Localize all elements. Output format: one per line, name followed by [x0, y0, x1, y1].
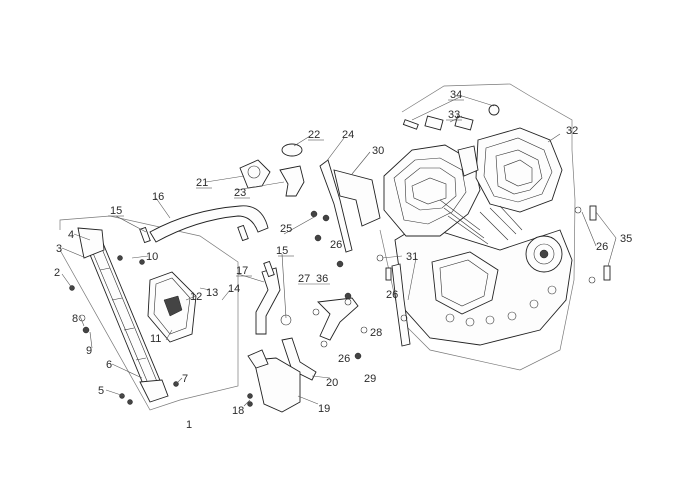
- engine-assembly: [383, 127, 573, 346]
- callout-19: 19: [318, 403, 330, 415]
- callout-18: 18: [232, 405, 244, 417]
- callout-15b: 15: [276, 245, 288, 257]
- callout-23: 23: [234, 187, 246, 199]
- callout-10: 10: [146, 251, 158, 263]
- callout-underlines: [108, 99, 464, 285]
- fan-shroud: [147, 271, 197, 343]
- callout-14: 14: [228, 283, 240, 295]
- callout-26a: 26: [330, 239, 342, 251]
- callout-4: 4: [68, 229, 74, 241]
- group-boundaries: [59, 83, 576, 411]
- callout-25: 25: [280, 223, 292, 235]
- callout-labels: 1 2 3 4 5 6 7 8 9 10 11 12 13 14 15 15 1…: [54, 89, 632, 431]
- callout-13: 13: [206, 287, 218, 299]
- callout-22: 22: [308, 129, 320, 141]
- callout-28: 28: [370, 327, 382, 339]
- callout-24: 24: [342, 129, 354, 141]
- callout-21: 21: [196, 177, 208, 189]
- callout-26c: 26: [386, 289, 398, 301]
- callout-36: 36: [316, 273, 328, 285]
- bracket-link: [317, 297, 359, 341]
- callout-6: 6: [106, 359, 112, 371]
- callout-12: 12: [190, 291, 202, 303]
- upper-hose: [149, 205, 269, 243]
- callout-5: 5: [98, 385, 104, 397]
- callout-9: 9: [86, 345, 92, 357]
- callout-11: 11: [150, 333, 161, 345]
- callout-29: 29: [364, 373, 376, 385]
- coolant-pipe-31: [391, 263, 411, 347]
- callout-26b: 26: [338, 353, 350, 365]
- callout-27: 27: [298, 273, 310, 285]
- callout-15a: 15: [110, 205, 122, 217]
- bracket-30: [333, 169, 381, 227]
- callout-1: 1: [186, 419, 192, 431]
- callout-8: 8: [72, 313, 78, 325]
- coolant-reservoir: [247, 349, 301, 413]
- callout-33: 33: [448, 109, 460, 121]
- callout-30: 30: [372, 145, 384, 157]
- coolant-pipe-24: [319, 159, 353, 253]
- callout-31: 31: [406, 251, 418, 263]
- leader-lines: [61, 95, 617, 407]
- fasteners: [69, 205, 611, 407]
- radiator: [77, 227, 169, 403]
- callout-26d: 26: [596, 241, 608, 253]
- callout-35: 35: [620, 233, 632, 245]
- callout-32: 32: [566, 125, 578, 137]
- callout-3: 3: [56, 243, 62, 255]
- callout-16: 16: [152, 191, 164, 203]
- callout-17: 17: [236, 265, 248, 277]
- lower-hose: [255, 267, 281, 335]
- hose-joint: [279, 143, 305, 197]
- intake-gaskets: [402, 104, 500, 131]
- callout-34: 34: [450, 89, 462, 101]
- callout-7: 7: [182, 373, 188, 385]
- thermostat-housing: [239, 159, 271, 189]
- callout-20: 20: [326, 377, 338, 389]
- callout-2: 2: [54, 267, 60, 279]
